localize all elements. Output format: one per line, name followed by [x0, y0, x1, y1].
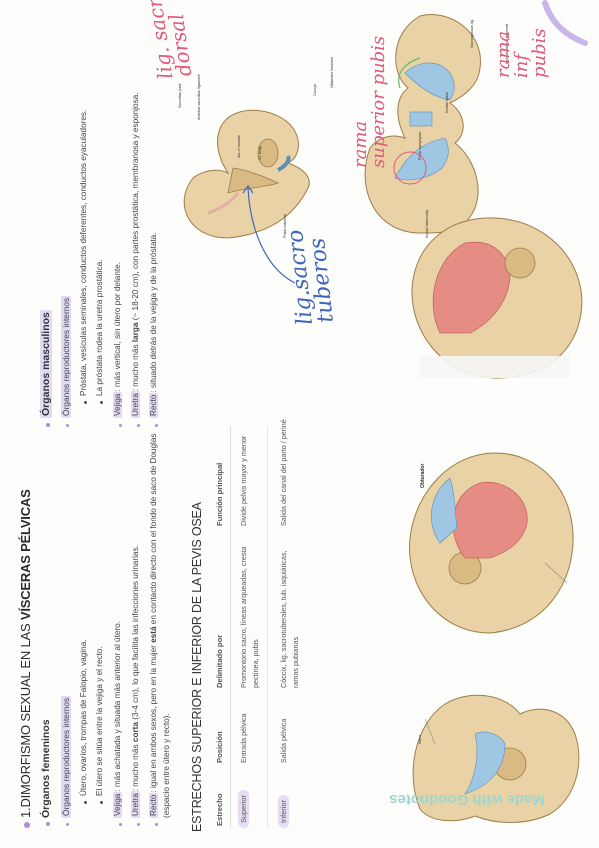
- table-divider: [267, 426, 268, 828]
- pelvis-anterior-view: [183, 109, 310, 239]
- female-repro-item: Útero, ovarios, trompas de Falopio, vagi…: [79, 639, 88, 796]
- title-bullet: [24, 822, 30, 828]
- table-divider: [230, 426, 231, 828]
- table-row-name: Superior: [238, 790, 249, 828]
- table-header: Función principal: [215, 462, 224, 526]
- annotation-arrow: [242, 184, 296, 284]
- male-repro-item: La próstata rodea la uretra prostática.: [95, 259, 104, 396]
- table-cell: Salida del canal del parto / periné: [279, 419, 288, 526]
- male-urethra-bullet: [137, 424, 140, 427]
- female-heading: Órganos femeninos: [40, 719, 52, 818]
- table-cell: Divide pelvis mayor y menor: [239, 435, 248, 526]
- figure-label: Ilíaco: [418, 734, 422, 744]
- female-rectum: Recto: igual en ambos sexos, pero en la …: [149, 433, 158, 818]
- section2-title: ESTRECHOS SUPERIOR E INFERIOR DE LA PEVI…: [190, 502, 204, 832]
- table-cell: pectínea, pubis: [251, 639, 260, 688]
- table-header: Delimitado por: [215, 634, 224, 688]
- male-rectum-bullet: [155, 424, 158, 427]
- figure-label: Ischial tuberosity: [425, 209, 429, 238]
- female-repro-heading: Órganos reproductores internos: [61, 695, 71, 818]
- figure-label: Coccyx: [313, 83, 317, 96]
- list-bullet: [84, 801, 87, 804]
- male-bullet: [46, 423, 50, 427]
- male-rectum: Recto: situado detrás de la vejiga y de …: [149, 232, 158, 418]
- table-cell: ramas pubianas: [291, 636, 300, 688]
- page-title: 1.DIMORFISMO SEXUAL EN LAS VÍSCERAS PÉLV…: [18, 489, 33, 818]
- decorative-stroke: [542, 0, 588, 46]
- pelvis-muscle-view-right: [411, 217, 583, 379]
- figure-label: Obturador: [420, 463, 426, 488]
- pelvis-lateral-view: [412, 694, 580, 823]
- pelvis-inferior-view: [364, 14, 481, 234]
- figure-label: Ischial spine: [445, 92, 449, 113]
- list-bullet: [84, 401, 87, 404]
- list-bullet: [100, 801, 103, 804]
- table-cell: Cóccix, lig. sacrotuberales, tub. isquiá…: [279, 550, 288, 688]
- male-heading: Órganos masculinos: [40, 310, 52, 418]
- annotation-circle: [393, 151, 427, 185]
- male-bladder-bullet: [119, 424, 122, 427]
- figure-label: Sacroiliac joint: [178, 83, 182, 108]
- female-bullet: [46, 822, 50, 826]
- male-repro-heading: Órganos reproductores internos: [61, 295, 71, 418]
- table-row-name: Inferior: [278, 794, 289, 828]
- figure-label: S1 body: [258, 146, 262, 160]
- female-rectum-line2: (espacio entre útero y recto).: [162, 713, 171, 818]
- figure-label: Anterior sacroiliac ligament: [197, 74, 201, 120]
- female-urethra: Uretra: mucho más corta (3-4 cm), lo que…: [131, 545, 140, 818]
- female-bladder-bullet: [119, 823, 122, 826]
- table-header: Posición: [215, 731, 224, 763]
- figure-label: Sacrospinous lig.: [470, 19, 474, 48]
- female-urethra-bullet: [137, 823, 140, 826]
- table-cell: Promontorio sacro, líneas arqueadas, cre…: [239, 546, 248, 688]
- figure-label: Ala of sacrum: [237, 134, 241, 158]
- figure-label: Obturator foramen: [330, 56, 334, 88]
- male-repro-item: Próstata, vesículas seminales, conductos…: [79, 109, 88, 396]
- male-repro-bullet: [66, 424, 69, 427]
- female-repro-bullet: [66, 823, 69, 826]
- table-header: Estrecho: [215, 793, 224, 827]
- female-bladder: Vejiga: más achatada y situada más anter…: [113, 621, 122, 818]
- female-repro-item: El útero se sitúa entre la vejiga y el r…: [95, 646, 104, 796]
- male-urethra: Uretra: mucho más larga (~ 18-20 cm), co…: [131, 92, 140, 418]
- goodnotes-watermark: Made with Goodnotes: [389, 791, 545, 808]
- pelvis-muscle-view-left: [409, 452, 574, 634]
- female-rectum-bullet: [155, 823, 158, 826]
- male-bladder: Vejiga: más vertical, sin útero por dela…: [113, 261, 122, 418]
- list-bullet: [100, 401, 103, 404]
- table-cell: Entrada pélvica: [239, 713, 248, 763]
- table-cell: Salida pélvica: [279, 718, 288, 763]
